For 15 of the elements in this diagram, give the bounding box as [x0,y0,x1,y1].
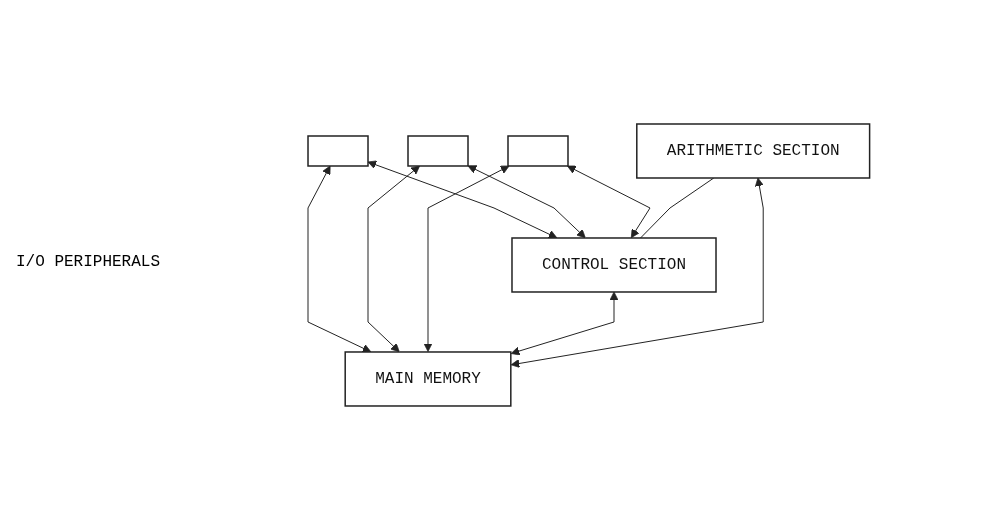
arrow [367,165,421,352]
group-label: I/O PERIPHERALS [14,252,160,271]
arrow [423,165,510,352]
arrow [567,165,651,238]
connector [640,177,715,238]
node-box: MAIN MEMORY [344,350,512,407]
node-box: CONTROL SECTION [511,236,717,293]
node-box [507,134,569,167]
arrow [511,291,619,355]
arrow [511,177,764,368]
node-box [407,134,469,167]
node-box [307,134,369,167]
arrow [467,164,586,238]
arrow [307,165,372,352]
node-box: ARITHMETIC SECTION [636,122,871,179]
